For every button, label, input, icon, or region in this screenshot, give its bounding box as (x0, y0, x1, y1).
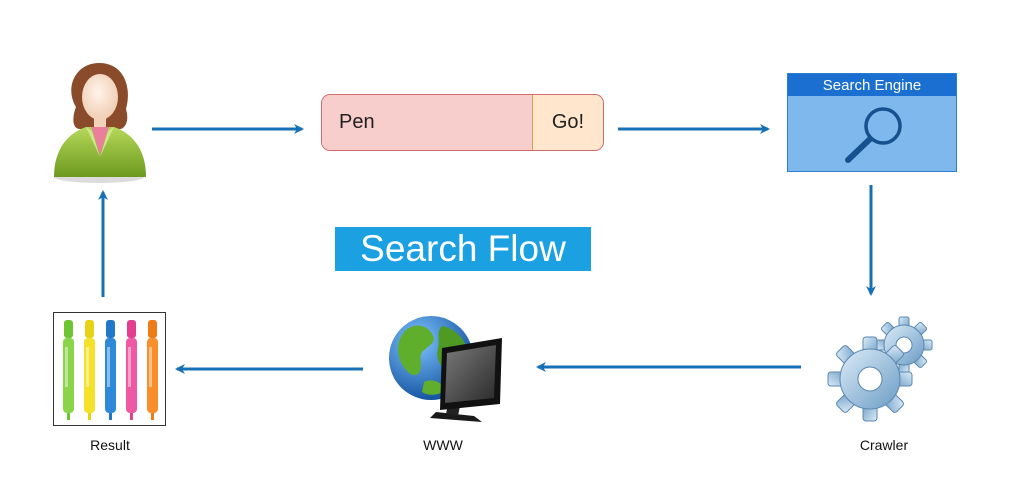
gears-icon (827, 316, 933, 422)
result-label: Result (90, 437, 130, 453)
search-engine-box: Search Engine (787, 73, 957, 172)
search-input[interactable]: Pen (322, 95, 532, 150)
search-query-text: Pen (339, 111, 375, 133)
pens-image (53, 312, 166, 426)
go-button[interactable]: Go! (532, 95, 603, 150)
go-button-label: Go! (551, 111, 585, 133)
www-label: WWW (423, 437, 463, 453)
diagram-title: Search Flow (335, 227, 591, 271)
search-engine-title: Search Engine (788, 74, 956, 96)
magnifier-icon (845, 107, 902, 163)
crawler-label: Crawler (859, 437, 909, 453)
user-icon (54, 63, 146, 183)
search-bar[interactable]: Pen Go! (321, 94, 604, 151)
globe-monitor-icon (389, 316, 502, 422)
